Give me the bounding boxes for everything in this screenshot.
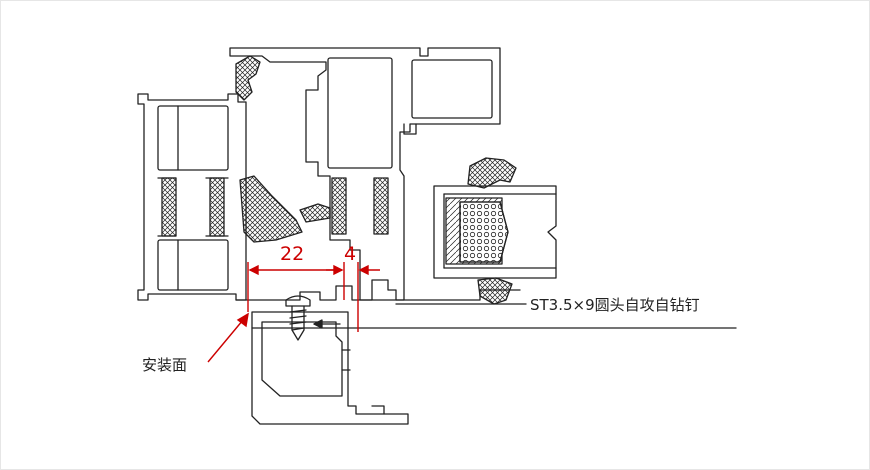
screw-spec-label: ST3.5×9圆头自攻自钻钉 (530, 296, 700, 314)
screw-icon (285, 295, 311, 341)
left-frame-profile (137, 93, 247, 301)
dimension-4-label: 4 (344, 243, 356, 265)
arrow-head-icon (313, 319, 323, 329)
glass-unit (433, 185, 557, 279)
dimension-lines (207, 262, 380, 363)
wedge-gasket (239, 175, 331, 243)
frame-bottom-edge (235, 285, 521, 301)
glazing-gasket-bottom (477, 277, 513, 305)
mounting-surface-label: 安装面 (142, 356, 187, 374)
top-gasket (235, 55, 261, 101)
glazing-gasket-top (467, 157, 517, 189)
subframe-profile (251, 311, 409, 425)
dimension-22-label: 22 (280, 243, 304, 265)
